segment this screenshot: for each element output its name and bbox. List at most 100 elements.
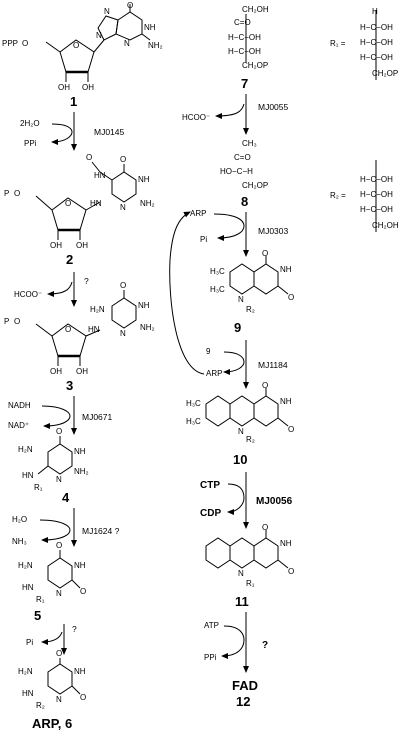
r2-label: R₂ (246, 305, 255, 314)
oh-label: OH (50, 367, 62, 376)
compound-4-number: 4 (62, 490, 70, 505)
oh-label: OH (76, 241, 88, 250)
r1-label: R₁ (36, 595, 45, 604)
h3c-label: H₃C (186, 399, 201, 408)
hcoh-label: H−C−OH (360, 175, 393, 184)
cosubstrate-out: HCOO⁻ (182, 113, 210, 122)
cosubstrate-in: ATP (204, 621, 219, 630)
cosubstrate-out: NAD⁺ (8, 421, 29, 430)
compound-6-structure (47, 658, 81, 695)
cosubstrate-arc (221, 625, 245, 659)
h3c-label: H₃C (210, 267, 225, 276)
o-label: O (86, 153, 92, 162)
r1-label: R₁ (34, 483, 43, 492)
nh2-label: NH₂ (74, 467, 89, 476)
cosubstrate-arc (215, 103, 245, 119)
hn-label: HN (22, 471, 34, 480)
enzyme-label: MJ0303 (258, 226, 289, 236)
cosubstrate-arc (39, 519, 71, 543)
ring-o-label: O (65, 325, 71, 334)
cosubstrate-out: PPi (24, 139, 37, 148)
compound-7-number: 7 (241, 76, 248, 91)
enzyme-label: MJ0671 (82, 412, 113, 422)
o-label: O (288, 425, 294, 434)
hn-label: HN (94, 171, 106, 180)
compound-12-number: 12 (236, 694, 250, 709)
compound-10-number: 10 (233, 452, 247, 467)
cosubstrate-arc (41, 631, 63, 645)
cosubstrate-arc (213, 213, 245, 241)
r2-label: R₂ (246, 435, 255, 444)
recycle-arrow (169, 211, 205, 375)
p-label: P (4, 189, 9, 198)
compound-3-structure (35, 290, 137, 366)
p-label: P (4, 317, 9, 326)
hn-label: HN (22, 689, 34, 698)
enzyme-label: MJ0145 (94, 127, 125, 137)
compound-11-structure (205, 530, 289, 569)
nh2-label: NH₂ (140, 199, 155, 208)
enzyme-label: MJ1184 (258, 360, 288, 370)
hn-label: HN (88, 325, 100, 334)
compound-4-structure (37, 436, 73, 475)
oh-label: OH (50, 241, 62, 250)
cosubstrate-in: CTP (200, 480, 220, 491)
hoc-label: HO−C−H (220, 167, 253, 176)
o-label: O (120, 281, 126, 290)
enzyme-label: ? (262, 640, 268, 651)
ch3-label: CH₃ (242, 139, 257, 148)
hcoh-label: H−C−OH (360, 53, 393, 62)
ch2oh-label: CH₂OH (372, 221, 399, 230)
o-label: O (288, 567, 294, 576)
chain-label: H (372, 7, 378, 16)
ppp-label: PPP (2, 39, 18, 48)
cosubstrate-in: 9 (206, 347, 211, 356)
enzyme-label: ? (72, 624, 77, 634)
o-label: O (262, 249, 268, 258)
n-label: N (104, 7, 110, 16)
enzyme-label: MJ1624 ? (82, 526, 120, 536)
nh-label: NH (144, 23, 156, 32)
r1-label: R₁ (246, 579, 255, 588)
cosubstrate-out: NH₃ (12, 537, 27, 546)
compound-9-structure (229, 256, 289, 295)
o-label: O (56, 541, 62, 550)
hn-label: HN (22, 583, 34, 592)
ch2op-label: CH₂OP (372, 69, 398, 78)
compound-6-number: ARP, 6 (32, 716, 72, 731)
hn-label: HN (90, 199, 102, 208)
o-label: O (120, 155, 126, 164)
cho-label: C=O (234, 18, 251, 27)
nh-label: NH (138, 301, 150, 310)
o-label: O (56, 427, 62, 436)
oh-label: OH (58, 83, 70, 92)
cosubstrate-out: Pi (26, 638, 33, 647)
compound-9-number: 9 (234, 320, 241, 335)
h2n-label: H₂N (18, 561, 33, 570)
nh-label: NH (280, 265, 292, 274)
o-label: O (22, 39, 28, 48)
fad-name: FAD (232, 678, 258, 693)
n-label: N (238, 569, 244, 578)
enzyme-label: ? (84, 276, 89, 286)
cho-label: C=O (234, 153, 251, 162)
compound-1-structure (45, 4, 151, 82)
h2n-label: H₂N (90, 305, 105, 314)
ch2op-label: CH₂OP (242, 61, 268, 70)
hcoh-label: H−C−OH (228, 33, 261, 42)
oh-label: OH (76, 367, 88, 376)
h3c-label: H₃C (186, 417, 201, 426)
cosubstrate-in: NADH (8, 401, 31, 410)
n-label: N (56, 475, 62, 484)
nh-label: NH (74, 447, 86, 456)
oh-label: OH (82, 83, 94, 92)
o-label: O (127, 1, 133, 10)
hcoh-label: H−C−OH (360, 190, 393, 199)
cosubstrate-out: CDP (200, 508, 221, 519)
nh-label: NH (138, 175, 150, 184)
nh2-label: NH₂ (140, 323, 155, 332)
nh-label: NH (74, 667, 86, 676)
o-label: O (262, 381, 268, 390)
nh-label: NH (280, 397, 292, 406)
